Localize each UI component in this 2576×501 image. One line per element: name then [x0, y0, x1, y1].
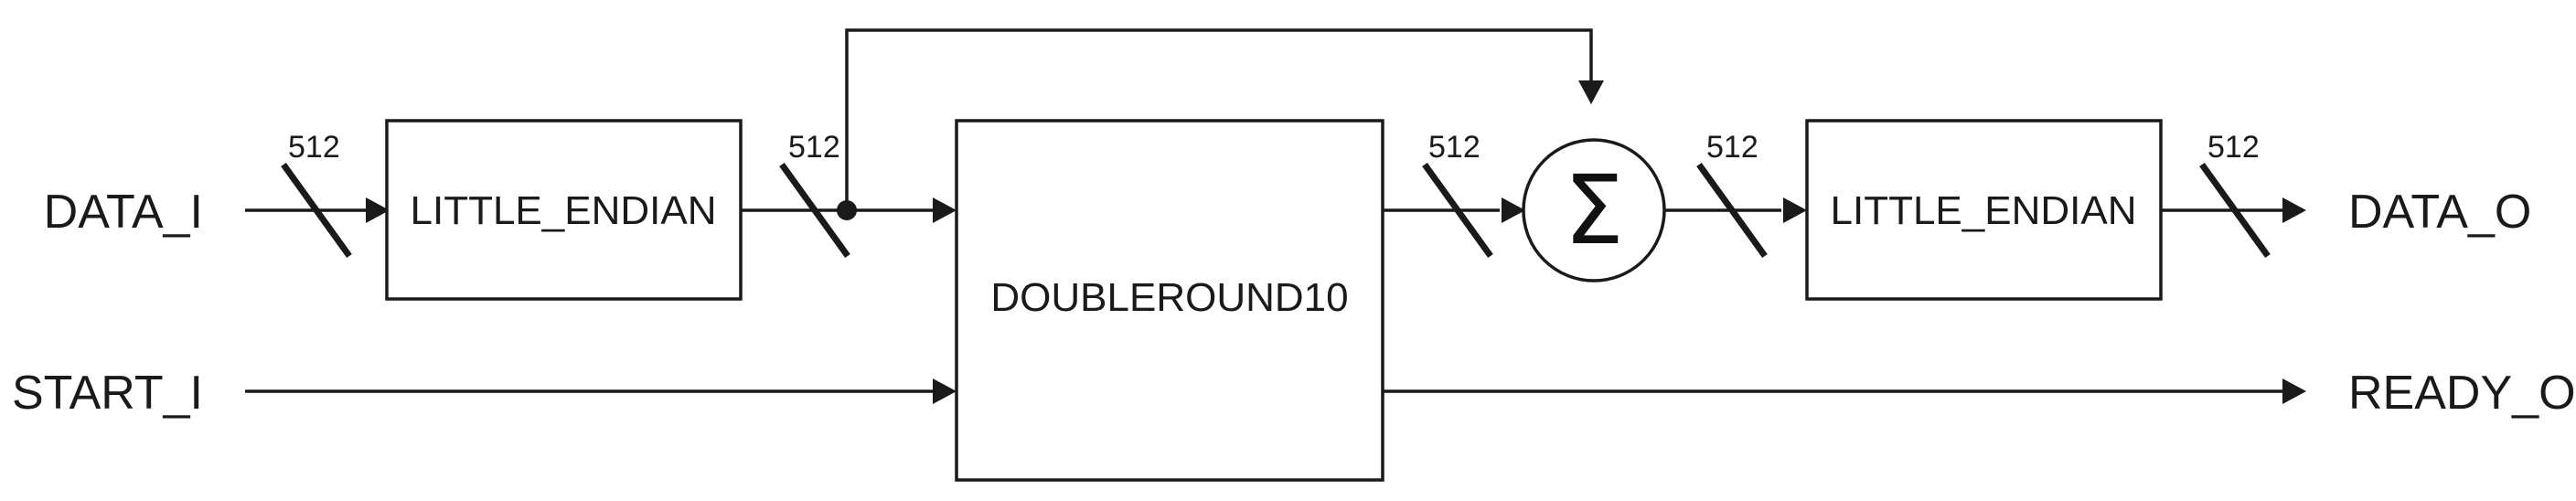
block-little-endian-in-box: [385, 119, 743, 301]
arrowhead-doubleround-data: [933, 197, 957, 223]
adder-circle: [1522, 138, 1666, 282]
bus-width-after-adder: 512: [1706, 130, 1758, 165]
block-little-endian-out-label: LITTLE_ENDIAN: [1831, 188, 2137, 233]
bus-width-after-doubleround: 512: [1428, 130, 1480, 165]
output-data-label: DATA_O: [2348, 186, 2531, 239]
block-little-endian-in-label: LITTLE_ENDIAN: [411, 188, 717, 233]
arrowhead-feedforward: [1578, 80, 1604, 104]
io-labels: DATA_I START_I DATA_O READY_O: [12, 186, 2576, 420]
arrowheads: [366, 80, 2306, 404]
output-ready-label: READY_O: [2348, 367, 2576, 420]
bus-slash-data-in: [281, 162, 352, 259]
arrowhead-adder-in: [1502, 197, 1525, 223]
arrowhead-data-out: [2282, 197, 2306, 223]
bus-slash-data-out: [2199, 162, 2271, 259]
sigma-icon: Σ: [1564, 155, 1624, 266]
arrowhead-le-out: [1783, 197, 1807, 223]
arrowhead-le-in: [366, 197, 390, 223]
bus-width-after-le-in: 512: [788, 130, 840, 165]
bus-slashes: [281, 162, 2271, 259]
block-doubleround-label: DOUBLEROUND10: [990, 275, 1348, 320]
input-start-label: START_I: [12, 367, 203, 420]
bus-width-data-in: 512: [288, 130, 340, 165]
adder: Σ: [1522, 138, 1666, 282]
wire-feedforward: [845, 28, 1593, 210]
wires: [245, 28, 2286, 393]
block-doubleround-box: [955, 119, 1384, 482]
arrowhead-ready-out: [2282, 378, 2306, 404]
bus-slash-after-adder: [1696, 162, 1768, 259]
junction-dot: [837, 200, 857, 220]
bus-width-labels: 512 512 512 512 512: [288, 130, 2260, 165]
bus-width-data-out: 512: [2207, 130, 2260, 165]
block-little-endian-out-box: [1805, 119, 2163, 301]
block-doubleround: DOUBLEROUND10: [955, 119, 1384, 482]
block-little-endian-out: LITTLE_ENDIAN: [1805, 119, 2163, 301]
input-data-label: DATA_I: [44, 186, 203, 239]
bus-slash-after-doubleround: [1422, 162, 1493, 259]
arrowhead-doubleround-start: [933, 378, 957, 404]
bus-slash-after-le-in: [779, 162, 850, 259]
block-little-endian-in: LITTLE_ENDIAN: [385, 119, 743, 301]
